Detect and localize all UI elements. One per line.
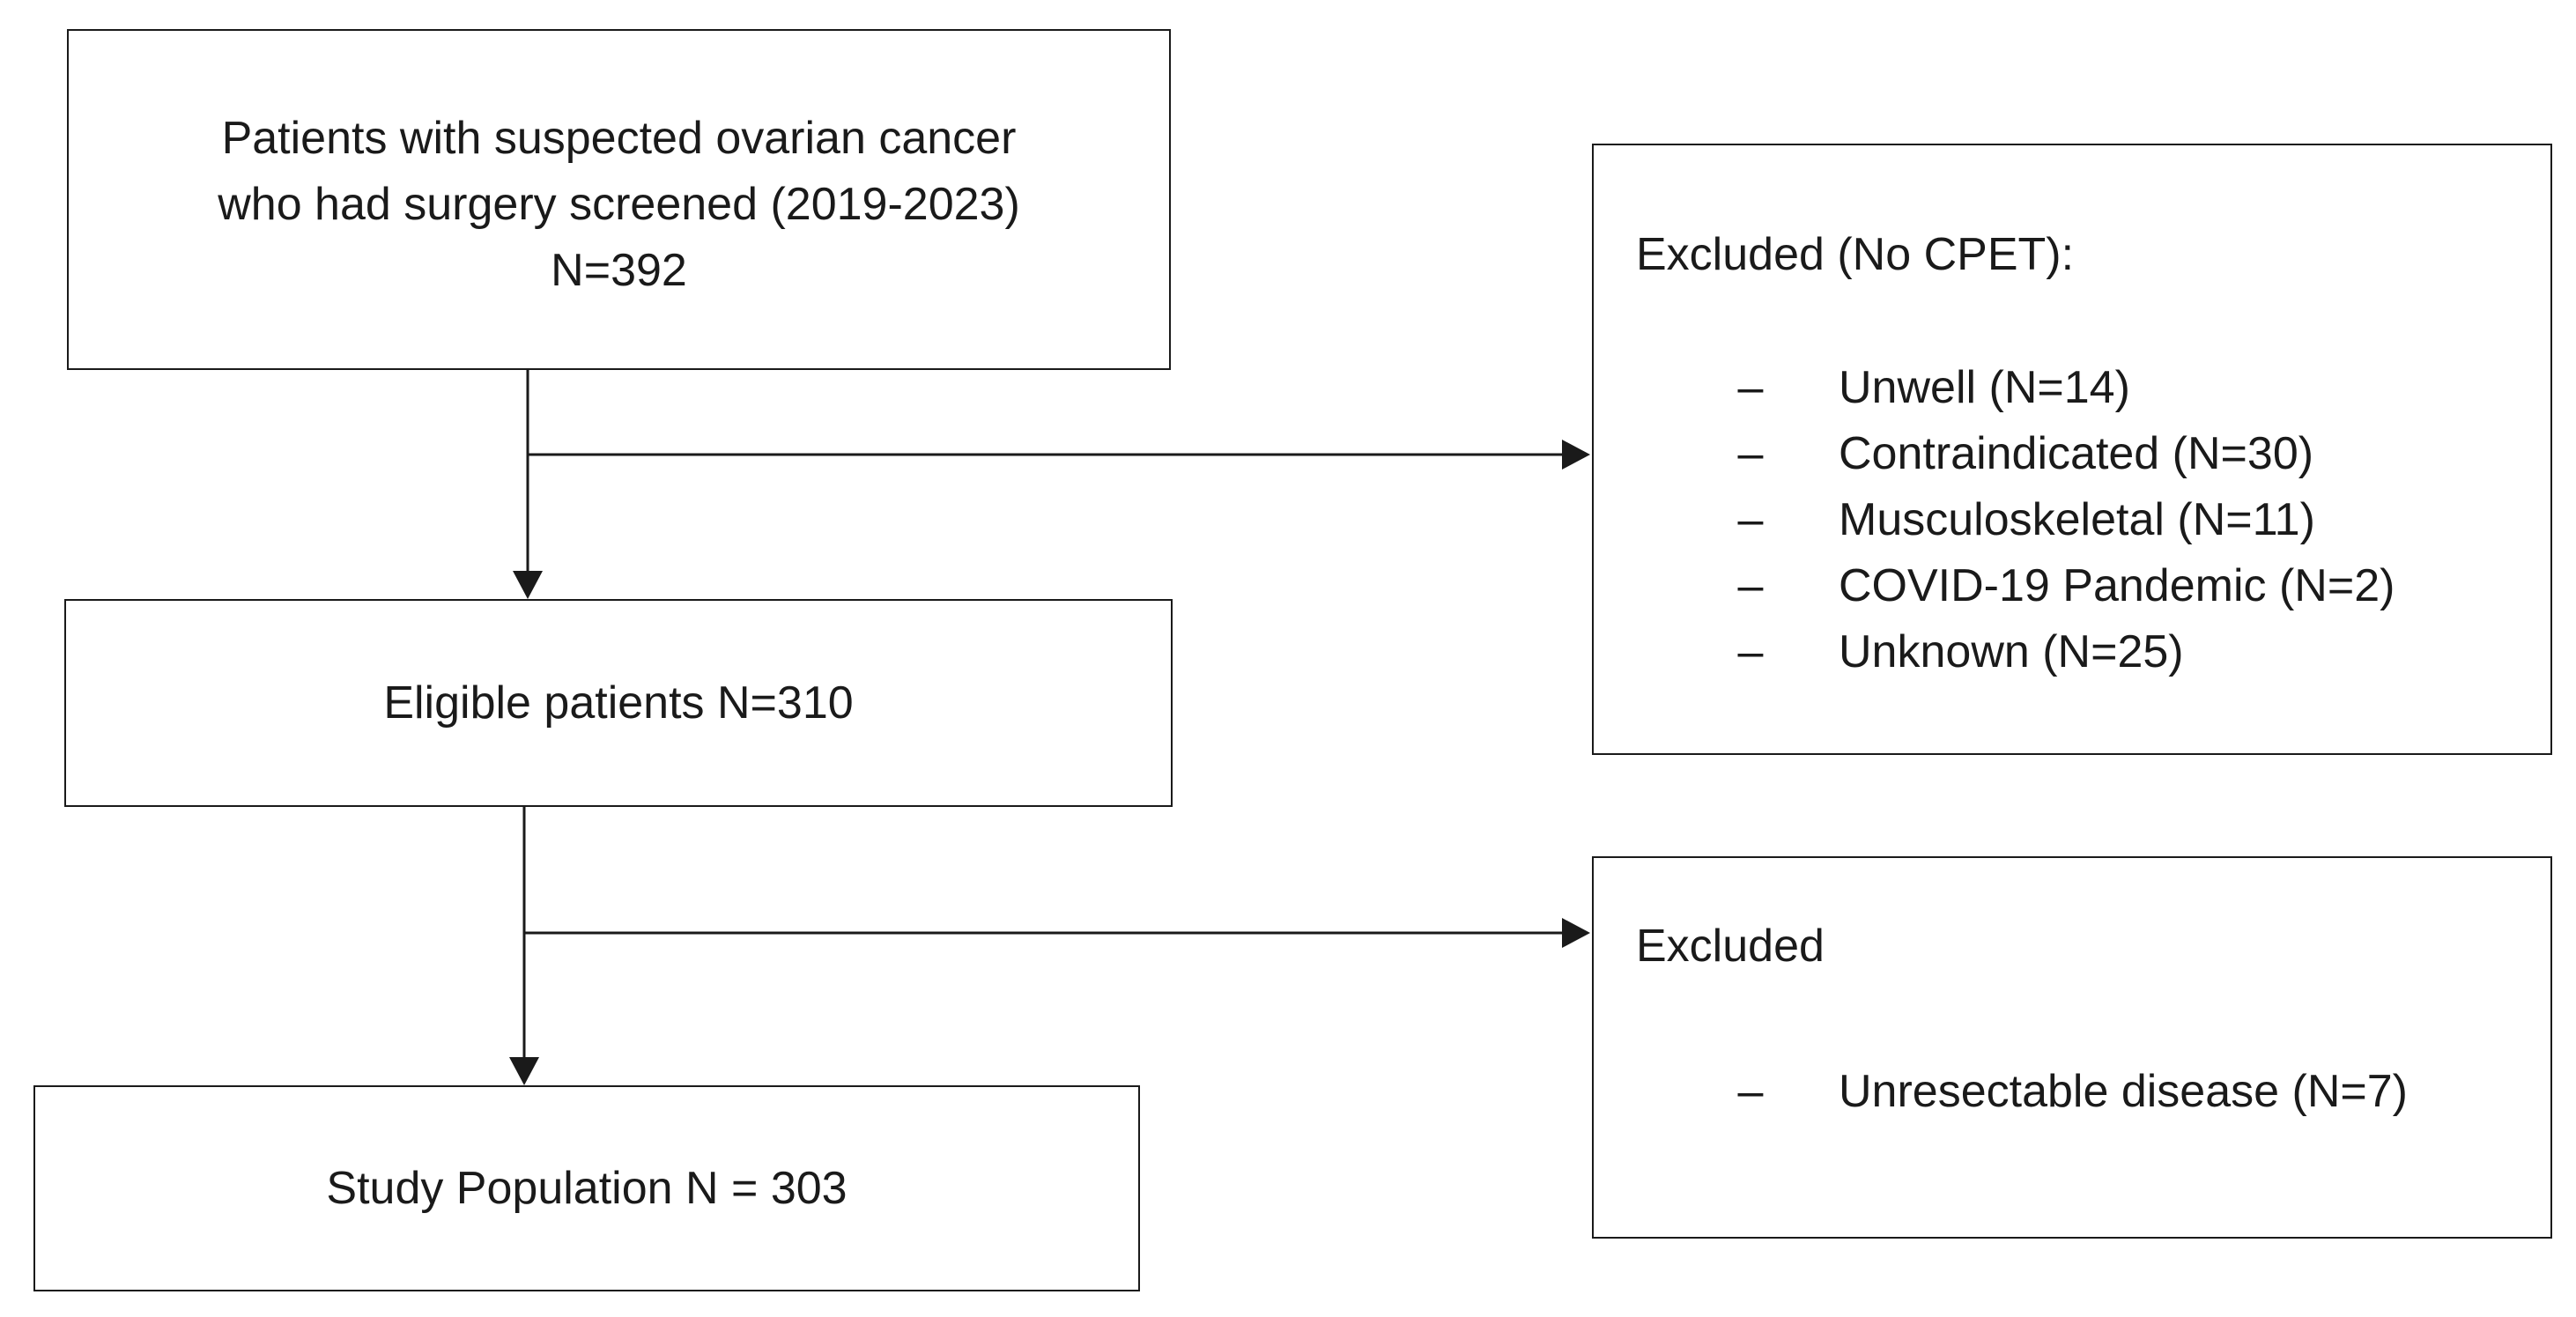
- list-item-text: Contraindicated (N=30): [1839, 428, 2314, 479]
- box-screened-patients: Patients with suspected ovarian cancer w…: [67, 29, 1171, 370]
- list-item-text: COVID-19 Pandemic (N=2): [1839, 560, 2395, 611]
- arrowhead-excluded-no-cpet: [1562, 440, 1590, 470]
- screened-text: Patients with suspected ovarian cancer w…: [218, 106, 1020, 304]
- excluded-no-cpet-title: Excluded (No CPET):: [1636, 229, 2075, 280]
- dash-bullet: –: [1737, 560, 1764, 611]
- dash-bullet: –: [1737, 1066, 1764, 1117]
- list-item-text: Musculoskeletal (N=11): [1839, 494, 2315, 545]
- screened-line-2: who had surgery screened (2019-2023): [218, 179, 1020, 230]
- dash-bullet: –: [1737, 626, 1764, 677]
- dash-bullet: –: [1737, 494, 1764, 545]
- arrowhead-excluded-unresectable: [1562, 918, 1590, 948]
- arrowhead-study: [509, 1057, 539, 1085]
- excluded-unresectable-title: Excluded: [1636, 921, 1825, 972]
- box-excluded-unresectable: Excluded – Unresectable disease (N=7): [1592, 856, 2552, 1239]
- box-study-population: Study Population N = 303: [33, 1085, 1140, 1291]
- eligible-text: Eligible patients N=310: [383, 677, 854, 729]
- screened-line-1: Patients with suspected ovarian cancer: [221, 113, 1017, 164]
- list-item-text: Unresectable disease (N=7): [1839, 1066, 2408, 1117]
- study-text: Study Population N = 303: [326, 1162, 848, 1214]
- box-eligible-patients: Eligible patients N=310: [64, 599, 1173, 807]
- box-excluded-no-cpet: Excluded (No CPET): – Unwell (N=14) – Co…: [1592, 144, 2552, 755]
- list-item-text: Unknown (N=25): [1839, 626, 2184, 677]
- screened-line-3: N=392: [551, 245, 687, 296]
- dash-bullet: –: [1737, 362, 1764, 413]
- dash-bullet: –: [1737, 428, 1764, 479]
- list-item-text: Unwell (N=14): [1839, 362, 2130, 413]
- arrowhead-eligible: [513, 571, 543, 599]
